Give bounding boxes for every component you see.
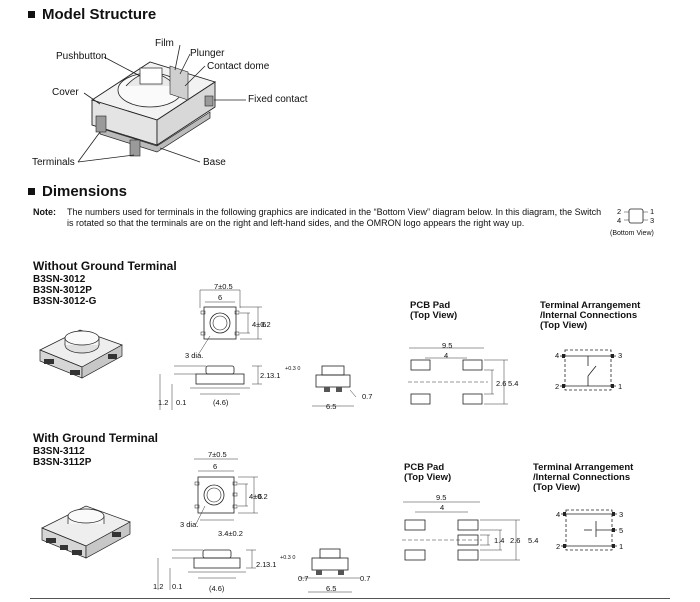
terminal-3: 3	[619, 510, 624, 519]
terminal-arrangement-title: Terminal Arrangement	[533, 462, 634, 473]
label-terminals: Terminals	[32, 157, 75, 168]
pcb-d4: 4	[440, 503, 445, 512]
model-number: B3SN-3112	[33, 446, 85, 457]
terminal-arrangement-subtitle: /Internal Connections	[540, 310, 638, 321]
dim-d12: 1.2	[153, 582, 164, 591]
model-number: B3SN-3112P	[33, 457, 92, 468]
dim-w6: 6	[218, 293, 223, 302]
pcb-d14: 1.4	[494, 536, 505, 545]
without-ground-title: Without Ground Terminal	[33, 259, 177, 273]
terminal-3: 3	[618, 351, 623, 360]
terminal-arrangement-subtitle: /Internal Connections	[533, 472, 631, 483]
dim-h31: 3.1	[266, 560, 277, 569]
dim-h21: 2.1	[260, 371, 271, 380]
pcb-pad-title: PCB Pad	[404, 462, 445, 473]
model-number: B3SN-3012	[33, 274, 86, 285]
label-fixed-contact: Fixed contact	[248, 94, 308, 105]
terminal-2: 2	[556, 542, 561, 551]
dim-w7: 7±0.5	[208, 450, 227, 459]
dim-d01: 0.1	[172, 582, 183, 591]
terminal-arrangement-title: Terminal Arrangement	[540, 300, 641, 311]
dim-h31-tol: +0.3 0	[285, 366, 301, 372]
dim-d65: 6.5	[326, 402, 337, 411]
dim-dia: 3 dia.	[185, 351, 204, 360]
terminal-1: 1	[619, 542, 624, 551]
label-base: Base	[203, 157, 226, 168]
bv-t2: 2	[617, 207, 622, 216]
pcb-pad-subtitle: (Top View)	[410, 310, 458, 321]
dim-h6: 6	[262, 320, 267, 329]
dim-w7: 7±0.5	[214, 282, 233, 291]
without-ground-models: B3SN-3012 B3SN-3012P B3SN-3012-G	[33, 274, 96, 307]
label-pushbutton: Pushbutton	[56, 51, 107, 62]
with-ground-drawing	[0, 440, 700, 602]
bullet-square-icon	[28, 188, 35, 195]
dim-h4: 4±0.2	[249, 492, 268, 501]
dim-w6: 6	[213, 462, 218, 471]
page-bottom-rule	[30, 598, 670, 599]
without-ground-drawing	[0, 250, 700, 420]
dim-d01: 0.1	[176, 398, 187, 407]
terminal-5: 5	[619, 526, 624, 535]
bv-t1: 1	[650, 207, 655, 216]
note-label: Note:	[33, 207, 56, 217]
dim-d07b: 0.7	[360, 574, 371, 583]
bv-t3: 3	[650, 216, 655, 225]
dim-h21: 2.1	[256, 560, 267, 569]
model-number: B3SN-3012-G	[33, 296, 97, 307]
dim-h4: 4±0.2	[252, 320, 271, 329]
dim-d46: (4.6)	[213, 398, 229, 407]
dim-d46: (4.6)	[209, 584, 225, 593]
label-contact-dome: Contact dome	[207, 61, 270, 72]
terminal-1: 1	[618, 382, 623, 391]
label-film: Film	[155, 38, 174, 49]
dim-h31-tol: +0.3 0	[280, 555, 296, 561]
model-structure-heading: Model Structure	[28, 6, 156, 23]
pcb-d54: 5.4	[508, 379, 519, 388]
terminal-arrangement-view: (Top View)	[540, 320, 588, 331]
terminal-4: 4	[555, 351, 560, 360]
with-ground-models: B3SN-3112 B3SN-3112P	[33, 446, 91, 468]
dim-dia: 3 dia.	[180, 520, 199, 529]
bv-caption: (Bottom View)	[610, 230, 654, 237]
label-cover: Cover	[52, 87, 79, 98]
bottom-view-diagram: 2 1 4 3 (Bottom View)	[610, 206, 672, 242]
model-structure-illustration	[0, 0, 700, 180]
dim-d07: 0.7	[362, 392, 373, 401]
pcb-pad-subtitle: (Top View)	[404, 472, 452, 483]
bv-t4: 4	[617, 216, 622, 225]
bullet-square-icon	[28, 11, 35, 18]
dimensions-heading: Dimensions	[28, 183, 127, 200]
pcb-d95: 9.5	[442, 341, 453, 350]
note-text: The numbers used for terminals in the fo…	[67, 207, 602, 228]
pcb-pad-title: PCB Pad	[410, 300, 451, 311]
dim-w34: 3.4±0.2	[218, 529, 243, 538]
pcb-d26: 2.6	[496, 379, 507, 388]
model-number: B3SN-3012P	[33, 285, 92, 296]
terminal-2: 2	[555, 382, 560, 391]
pcb-d4: 4	[444, 351, 449, 360]
terminal-4: 4	[556, 510, 561, 519]
dim-d12: 1.2	[158, 398, 169, 407]
dim-h6: 6	[258, 492, 263, 501]
with-ground-title: With Ground Terminal	[33, 431, 158, 445]
pcb-d26: 2.6	[510, 536, 521, 545]
pcb-d54: 5.4	[528, 536, 539, 545]
label-plunger: Plunger	[190, 48, 225, 59]
dim-h31: 3.1	[270, 371, 281, 380]
dim-d65: 6.5	[326, 584, 337, 593]
pcb-d95: 9.5	[436, 493, 447, 502]
terminal-arrangement-view: (Top View)	[533, 482, 581, 493]
dim-d07a: 0.7	[298, 574, 309, 583]
